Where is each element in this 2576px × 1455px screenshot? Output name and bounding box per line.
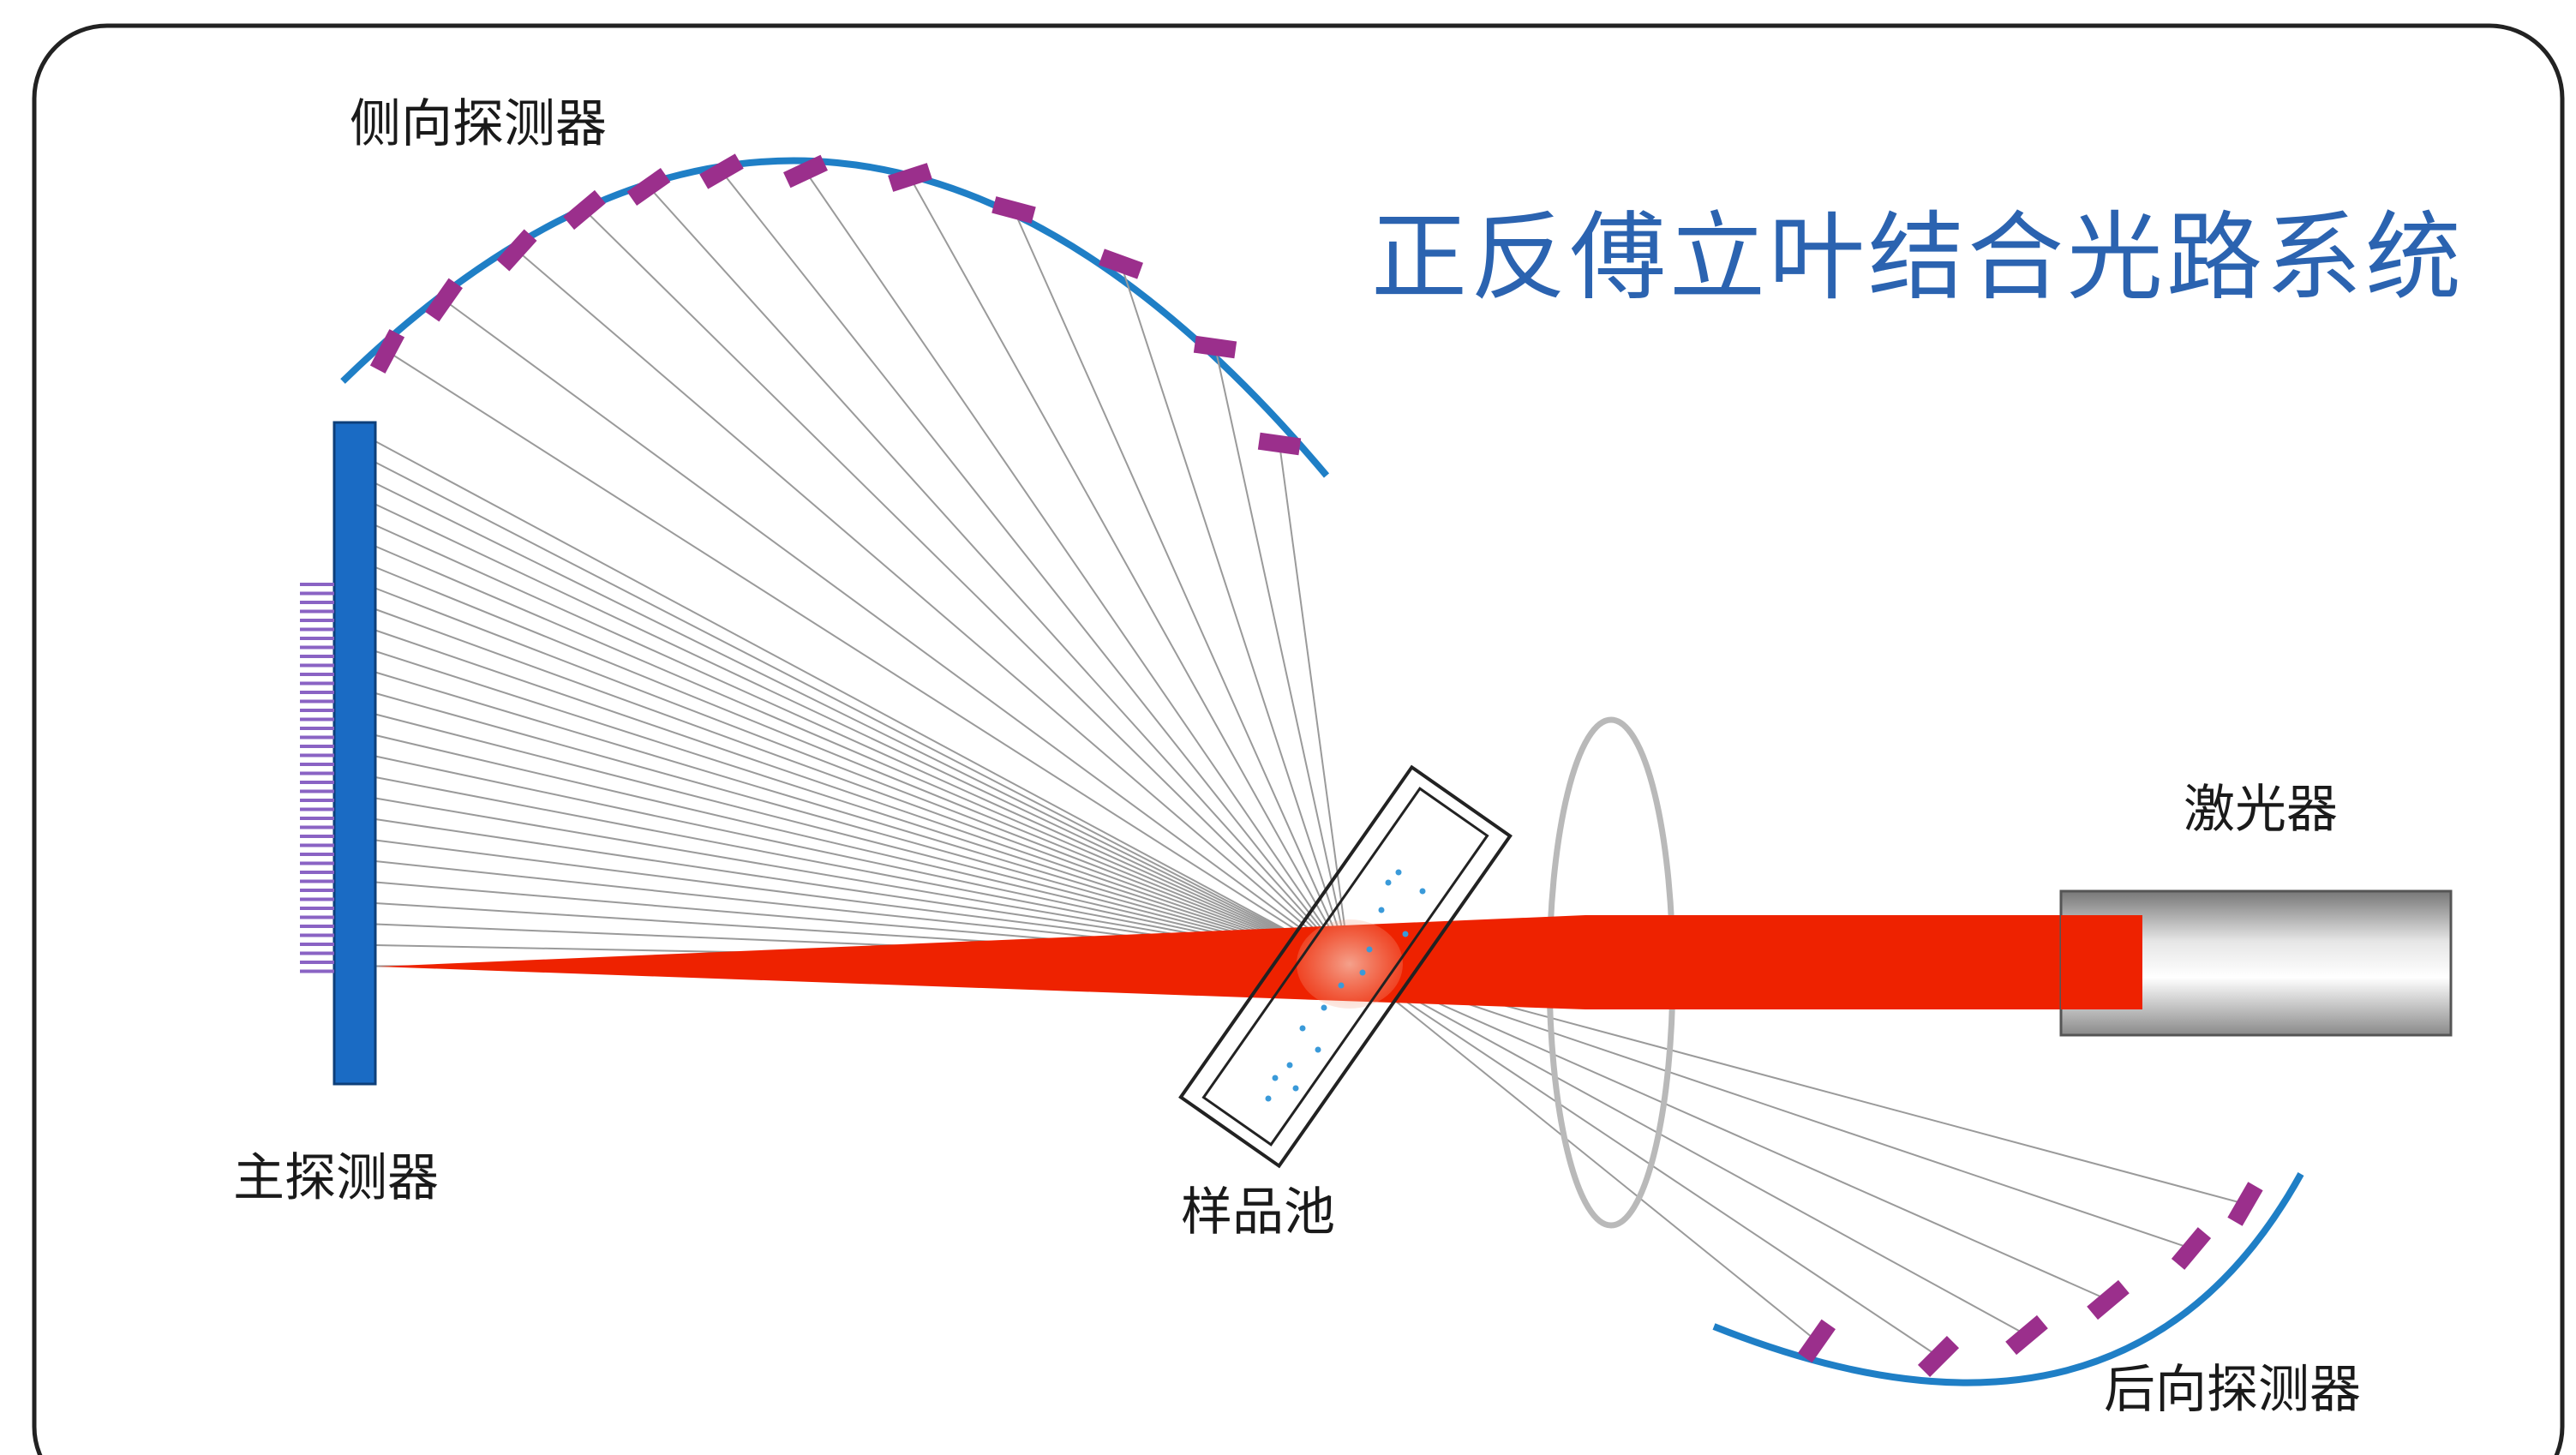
scatter-ray (374, 692, 1351, 965)
main-detector-label: 主探测器 (233, 1148, 439, 1208)
particle (1359, 969, 1366, 976)
side-detector-element (991, 196, 1036, 224)
side-detector-arc (340, 157, 1330, 478)
side-detector-element (1257, 432, 1302, 456)
particle (1395, 869, 1402, 876)
back-detector-element (1917, 1335, 1960, 1378)
scatter-ray (374, 461, 1351, 965)
side-detector-element (563, 189, 606, 231)
laser-beam (377, 915, 2142, 1009)
particle (1265, 1095, 1272, 1102)
side-detector-element (369, 329, 405, 374)
side-detector-elements (369, 153, 1302, 456)
particle (1385, 879, 1392, 886)
scatter-ray (1349, 963, 1939, 1357)
particle (1299, 1025, 1306, 1032)
scatter-ray (909, 177, 1351, 965)
scatter-ray (721, 171, 1351, 965)
laser-label: 激光器 (2184, 780, 2338, 840)
scatter-ray (374, 650, 1351, 965)
back-detector-element (2227, 1182, 2263, 1226)
scatter-ray (584, 209, 1351, 965)
scatter-ray (443, 299, 1351, 965)
side-detector-element (1193, 335, 1237, 359)
scatter-ray (374, 713, 1351, 965)
particle (1338, 982, 1345, 989)
side-detector-element (783, 154, 828, 189)
particle (1366, 946, 1373, 953)
main-detector-plate (332, 421, 377, 1086)
side-detector-element (1099, 248, 1143, 279)
frame-border (32, 23, 2565, 1455)
back-detector-element (2171, 1227, 2212, 1270)
scatter-ray (1349, 963, 2028, 1336)
scatter-ray (374, 755, 1351, 965)
scatter-ray (374, 566, 1351, 965)
particle (1286, 1062, 1293, 1069)
back-detector-elements (1798, 1182, 2263, 1378)
scatter-ray (374, 440, 1351, 965)
scattering-region (1297, 919, 1403, 1009)
particle (1315, 1046, 1321, 1053)
scatter-ray (805, 171, 1351, 965)
scatter-ray (386, 350, 1351, 965)
side-detector-element (496, 229, 537, 272)
scatter-ray (1349, 963, 2192, 1249)
scatter-ray (374, 503, 1351, 965)
scatter-ray (374, 482, 1351, 965)
scatter-ray (374, 608, 1351, 965)
particle (1402, 931, 1409, 937)
particle (1419, 888, 1426, 895)
scatter-ray (648, 186, 1351, 965)
side-detector-label: 侧向探测器 (350, 94, 607, 154)
back-detector-label: 后向探测器 (2104, 1360, 2361, 1420)
sample-particles (1265, 869, 1426, 1102)
scatter-ray (516, 249, 1351, 965)
back-detector-element (2087, 1279, 2130, 1320)
main-detector-elements (300, 583, 334, 973)
side-detector-element (888, 163, 932, 192)
side-detector-element (699, 153, 744, 189)
laser-aperture (2061, 915, 2142, 1009)
scatter-ray (1013, 209, 1351, 965)
scatter-ray (374, 671, 1351, 965)
back-detector-element (1798, 1319, 1836, 1363)
scatter-ray (374, 524, 1351, 965)
scatter-ray (374, 545, 1351, 965)
side-detector-element (425, 278, 463, 322)
scatter-ray (1279, 443, 1351, 965)
scatter-ray (1349, 963, 1818, 1342)
scatter-ray (1214, 346, 1351, 965)
particle (1272, 1075, 1279, 1081)
particle (1378, 907, 1385, 913)
sample-cell-label: 样品池 (1181, 1183, 1335, 1242)
back-detector-arc (1712, 1172, 2304, 1386)
back-detector-element (2005, 1314, 2048, 1356)
sample-cell (1178, 764, 1513, 1169)
scatter-ray (1120, 263, 1351, 965)
scatter-ray (1349, 963, 2109, 1301)
diagram-title: 正反傅立叶结合光路系统 (1371, 202, 2465, 314)
particle (1292, 1085, 1299, 1092)
side-detector-element (626, 168, 671, 206)
scatter-ray (374, 734, 1351, 965)
particle (1321, 1004, 1327, 1011)
scatter-ray (374, 587, 1351, 965)
scatter-ray (374, 629, 1351, 965)
